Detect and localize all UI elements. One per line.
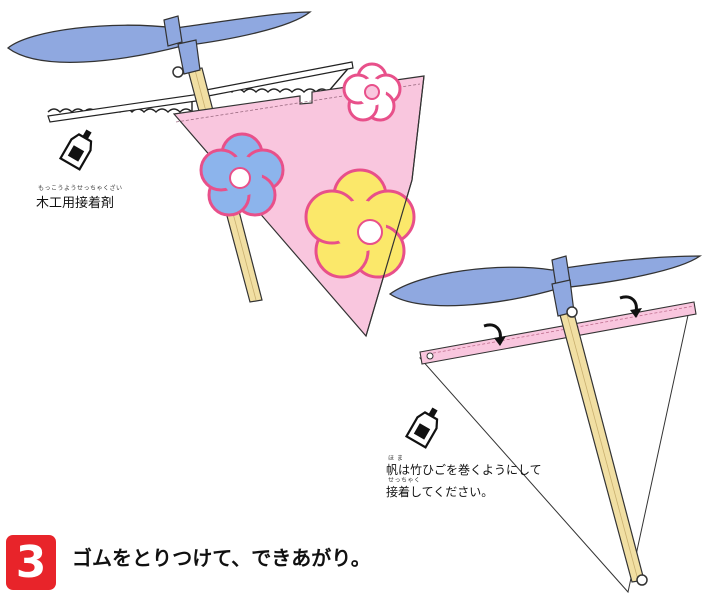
note-ruby-2: せっちゃく [388,477,421,484]
instruction-note-line-2: 接着してください。 [386,485,494,499]
curved-arrow-head [494,336,506,346]
hook-ring [566,306,578,318]
flower-blue [199,132,285,217]
glue-bottle-icon [58,129,93,171]
glue-bottle-icon [404,407,439,449]
step-title: ゴムをとりつけて、できあがり。 [72,546,371,570]
propeller-blade [388,255,703,307]
propeller-blade [6,11,312,63]
note-ruby-1: ほ ま [388,455,404,462]
hook-bracket [177,39,201,75]
curved-arrow-head [630,308,642,318]
glue-label: 木工用接着剤 [36,196,115,211]
band-fold-line [427,305,695,355]
step-number-badge: 3 [6,535,56,590]
glue-label-ruby: もっこうようせっちゃくざい [38,185,123,192]
bottom-hook [636,574,648,586]
sail-top-band [419,301,697,365]
flower-yellow [304,168,416,279]
sail-edge [365,75,425,337]
figure-1-sail-glueing [6,11,425,338]
hook-ring [172,66,184,78]
flower-pink-outline [342,62,402,122]
stick-grain [562,299,639,581]
band-end [426,352,434,360]
figure-2-sail-wrapping [388,255,703,594]
propeller-hub [163,15,183,47]
instruction-note-line-1: 帆は竹ひごを巻くようにして [386,463,542,477]
